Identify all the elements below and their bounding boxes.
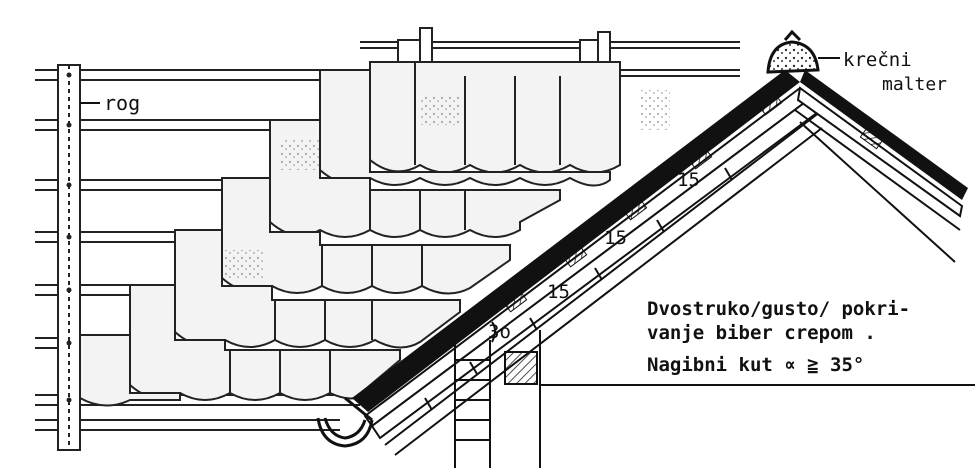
caption-line-2: vanje biber crepom . — [647, 322, 876, 344]
angle-arc — [491, 321, 496, 343]
lime-label: krečni — [843, 49, 912, 71]
dimension-label: 15 — [604, 227, 627, 249]
left-roof-pitch — [352, 70, 823, 456]
ridge-mortar — [766, 29, 840, 74]
caption-line-3: Nagibni kut ∝ ≧ 35° — [647, 354, 865, 376]
dimension-label: 15 — [547, 281, 570, 303]
rafter-label: rog — [104, 91, 141, 115]
mortar-label: malter — [882, 74, 948, 95]
beaver-tail-tiles — [79, 61, 621, 407]
right-roof-pitch — [794, 70, 968, 263]
dimension-label: 15 — [677, 169, 700, 191]
tile-shading — [225, 90, 670, 280]
rafter-dots — [66, 72, 72, 403]
caption-line-1: Dvostruko/gusto/ pokri- — [647, 298, 911, 320]
gutter — [316, 396, 374, 448]
wall-plate — [454, 330, 975, 468]
dimension-label: 3o — [488, 321, 511, 343]
